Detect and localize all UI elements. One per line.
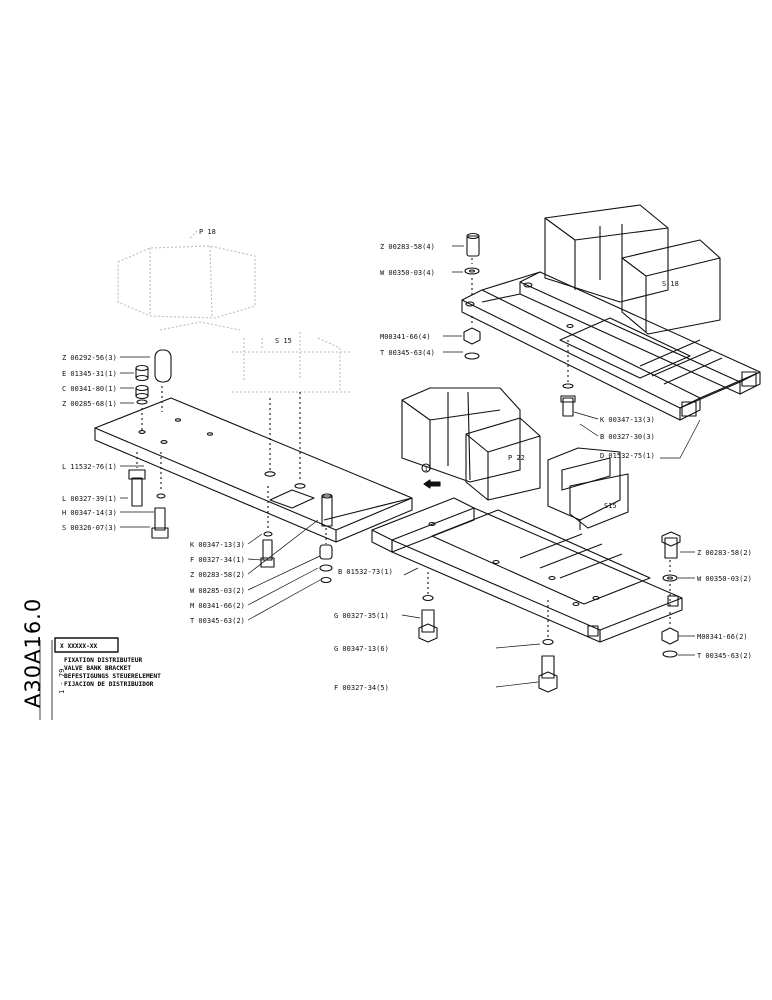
label-k00347-13-3-right: K 00347-13(3) xyxy=(600,416,655,424)
label-e01345-31-1: E 01345-31(1) xyxy=(62,370,117,378)
tag-s15-top: S 15 xyxy=(275,337,292,345)
label-z00283-58-4: Z 00283-58(4) xyxy=(380,243,435,251)
bolts-plate-right-end xyxy=(260,486,333,584)
spacer-stack-left xyxy=(135,349,172,430)
tag-p18: P 18 xyxy=(199,228,216,236)
title-en: VALVE BANK BRACKET xyxy=(64,665,131,672)
label-l11532-76-1: L 11532-76(1) xyxy=(62,463,117,471)
label-l00327-39-1: L 00327-39(1) xyxy=(62,495,117,503)
label-m00341-66-2-right: M00341-66(2) xyxy=(697,633,748,641)
tag-p22: P 22 xyxy=(508,454,525,462)
label-k00347-13-3-left: K 00347-13(3) xyxy=(190,541,245,549)
label-w00350-03-2: W 00350-03(2) xyxy=(697,575,752,583)
bolt-stack-top-right xyxy=(463,232,576,417)
label-w08285-03-2: W 08285-03(2) xyxy=(190,587,245,595)
tag-s18: S 18 xyxy=(662,280,679,288)
valve-block-p22 xyxy=(401,387,541,501)
bolts-bottom-frame xyxy=(418,572,558,693)
label-z06292-56-3: Z 06292-56(3) xyxy=(62,354,117,362)
drawing-code: A30A16.0 xyxy=(21,598,45,708)
label-z00285-68-1: Z 00285-68(1) xyxy=(62,400,117,408)
label-b00327-30-3: B 00327-30(3) xyxy=(600,433,655,441)
label-g00347-13-6: G 00347-13(6) xyxy=(334,645,389,653)
view-arrow xyxy=(421,463,441,489)
bolt-stack-right xyxy=(661,531,681,658)
label-m00341-66-2-left: M 00341-66(2) xyxy=(190,602,245,610)
label-t00345-63-2-left: T 00345-63(2) xyxy=(190,617,245,625)
label-f00327-34-5: F 00327-34(5) xyxy=(334,684,389,692)
label-z00283-58-2-right: Z 00283-58(2) xyxy=(697,549,752,557)
ghost-valve-s15 xyxy=(232,332,350,393)
label-h00347-14-3: H 00347-14(3) xyxy=(62,509,117,517)
title-block xyxy=(39,637,119,720)
valve-block-s18 xyxy=(544,204,721,335)
drawing-date: 1 - 79 xyxy=(58,669,66,694)
ghost-valve-p18 xyxy=(117,229,256,331)
label-g00327-35-1: G 00327-35(1) xyxy=(334,612,389,620)
frame-top-right xyxy=(461,271,761,421)
label-m00341-66-4: M00341-66(4) xyxy=(380,333,431,341)
label-t00345-63-2-right: T 00345-63(2) xyxy=(697,652,752,660)
leader-lines xyxy=(120,245,701,688)
label-f00327-34-1: F 00327-34(1) xyxy=(190,556,245,564)
label-b01532-73-1: B 01532-73(1) xyxy=(338,568,393,576)
label-w00350-03-4: W 00350-03(4) xyxy=(380,269,435,277)
label-c00341-80-1: C 00341-80(1) xyxy=(62,385,117,393)
valve-block-s15 xyxy=(547,447,629,530)
tag-s15-mid: S15 xyxy=(604,502,617,510)
ref-box-text: X XXXXX-XX xyxy=(60,643,98,650)
bracket-plate-left xyxy=(94,392,413,543)
tag-view-marker: 1 xyxy=(424,465,428,473)
title-de: BEFESTIGUNGS STEUERELEMENT xyxy=(64,673,161,680)
label-s00326-07-3: S 00326-07(3) xyxy=(62,524,117,532)
frame-bottom xyxy=(371,497,683,643)
bolts-left-plate xyxy=(128,452,169,539)
title-es: FIJACION DE DISTRIBUIDOR xyxy=(64,681,154,688)
label-z00283-58-2-left: Z 00283-58(2) xyxy=(190,571,245,579)
label-d01532-75-1: D 01532-75(1) xyxy=(600,452,655,460)
title-fr: FIXATION DISTRIBUTEUR xyxy=(64,657,143,664)
label-t00345-63-4: T 00345-63(4) xyxy=(380,349,435,357)
